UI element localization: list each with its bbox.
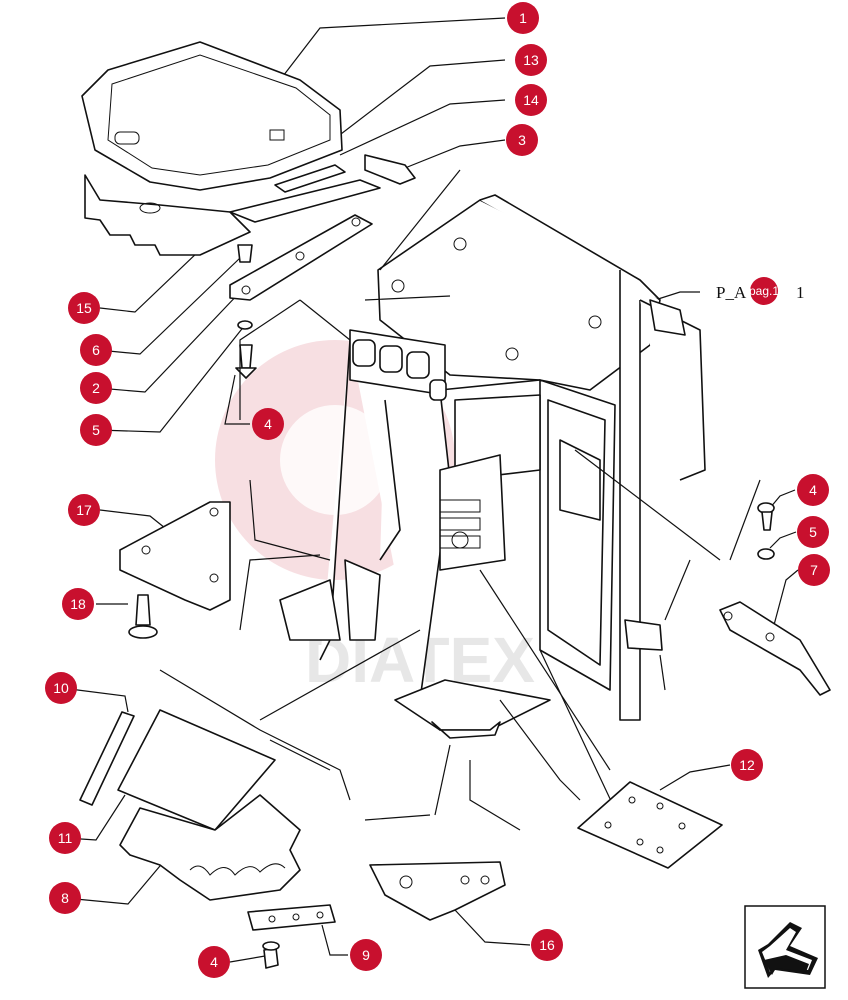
bracket-7 — [719, 601, 831, 696]
callout-14[interactable]: 14 — [515, 84, 547, 116]
svg-text:1: 1 — [519, 10, 527, 26]
svg-text:14: 14 — [523, 92, 539, 108]
roof-strips — [229, 154, 416, 223]
svg-text:9: 9 — [362, 947, 370, 963]
plate-12 — [577, 781, 723, 869]
svg-text:16: 16 — [539, 937, 555, 953]
svg-text:5: 5 — [809, 524, 817, 540]
callout-12[interactable]: 12 — [731, 749, 763, 781]
svg-text:7: 7 — [810, 562, 818, 578]
callout-4[interactable]: 4 — [252, 408, 284, 440]
svg-text:18: 18 — [70, 596, 86, 612]
cab-leaders — [159, 169, 761, 831]
plate-17 — [119, 501, 231, 611]
floor-mat — [117, 709, 301, 901]
nav-arrow-button[interactable] — [744, 905, 826, 989]
plate-16 — [369, 861, 506, 921]
roof-tray — [84, 174, 251, 256]
svg-text:10: 10 — [53, 680, 69, 696]
roof-panel — [81, 41, 343, 191]
svg-text:6: 6 — [92, 342, 100, 358]
callout-17[interactable]: 17 — [68, 494, 100, 526]
callout-6[interactable]: 6 — [80, 334, 112, 366]
callout-7[interactable]: 7 — [798, 554, 830, 586]
page-reference[interactable]: P_A pag.1 1 — [716, 277, 805, 305]
callout-5[interactable]: 5 — [80, 414, 112, 446]
svg-text:8: 8 — [61, 890, 69, 906]
cab-frame — [279, 194, 706, 739]
callout-11[interactable]: 11 — [49, 822, 81, 854]
page-ref-suffix: 1 — [796, 283, 805, 302]
callout-8[interactable]: 8 — [49, 882, 81, 914]
svg-text:4: 4 — [264, 416, 272, 432]
svg-text:12: 12 — [739, 757, 755, 773]
callout-16[interactable]: 16 — [531, 929, 563, 961]
arrow-left-down-icon — [758, 922, 818, 978]
svg-text:4: 4 — [210, 954, 218, 970]
callout-18[interactable]: 18 — [62, 588, 94, 620]
callout-2[interactable]: 2 — [80, 372, 112, 404]
strip-10 — [79, 711, 135, 806]
page-ref-badge[interactable]: pag.1 — [749, 277, 779, 305]
svg-text:2: 2 — [92, 380, 100, 396]
svg-text:13: 13 — [523, 52, 539, 68]
top-bracket — [229, 214, 373, 379]
svg-text:3: 3 — [518, 132, 526, 148]
screw-18 — [128, 594, 158, 639]
svg-text:11: 11 — [58, 830, 73, 846]
svg-text:4: 4 — [809, 482, 817, 498]
svg-text:5: 5 — [92, 422, 100, 438]
callout-10[interactable]: 10 — [45, 672, 77, 704]
bracket-9 — [247, 904, 336, 969]
right-fasteners — [757, 502, 775, 560]
callout-9[interactable]: 9 — [350, 939, 382, 971]
callout-5b[interactable]: 5 — [797, 516, 829, 548]
callout-4c[interactable]: 4 — [797, 474, 829, 506]
callout-3[interactable]: 3 — [506, 124, 538, 156]
svg-text:17: 17 — [76, 502, 92, 518]
callout-15[interactable]: 15 — [68, 292, 100, 324]
leader-lines — [61, 17, 799, 963]
callout-4b[interactable]: 4 — [198, 946, 230, 978]
callout-1[interactable]: 1 — [507, 2, 539, 34]
callouts: 1 13 14 3 15 6 2 5 4 17 18 10 11 8 4 9 1… — [45, 2, 830, 978]
svg-text:pag.1: pag.1 — [749, 284, 779, 298]
callout-13[interactable]: 13 — [515, 44, 547, 76]
page-ref-prefix: P_A — [716, 283, 747, 302]
svg-text:15: 15 — [76, 300, 92, 316]
